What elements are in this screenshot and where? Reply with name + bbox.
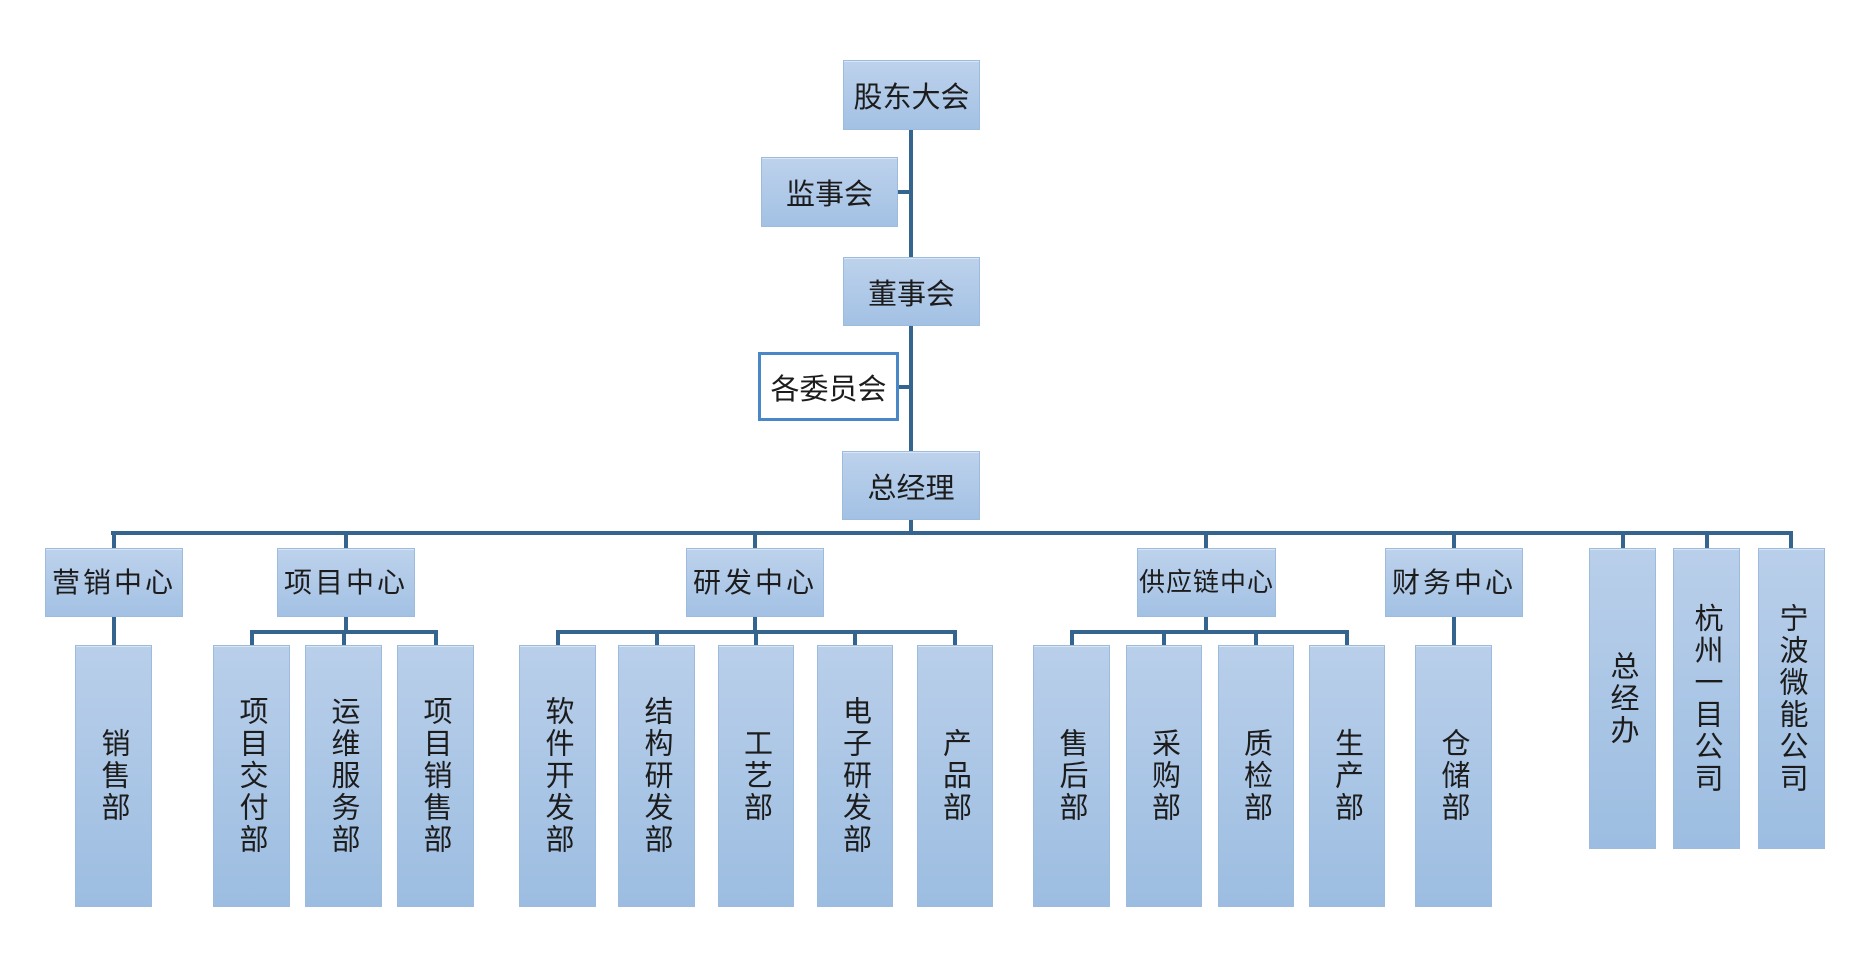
node-label: 电子研发部 <box>838 696 873 856</box>
connector-line <box>1162 630 1166 645</box>
node-label: 项目中心 <box>283 565 408 599</box>
node-dept-warehouse: 仓储部 <box>1415 645 1492 907</box>
node-label: 供应链中心 <box>1138 567 1274 598</box>
node-label: 研发中心 <box>692 565 817 599</box>
connector-line <box>853 630 857 645</box>
node-label: 采购部 <box>1147 728 1182 824</box>
connector-line <box>250 630 254 645</box>
connector-line <box>909 130 913 257</box>
connector-line <box>1070 630 1074 645</box>
node-committees: 各委员会 <box>758 352 899 421</box>
node-label: 产品部 <box>938 728 973 824</box>
node-label: 生产部 <box>1330 728 1365 824</box>
connector-line <box>1204 533 1208 548</box>
node-board-of-directors: 董事会 <box>843 257 980 326</box>
connector-line <box>899 385 911 389</box>
node-dept-om-service: 运维服务部 <box>305 645 382 907</box>
node-label: 监事会 <box>785 177 873 211</box>
connector-line <box>111 531 1793 535</box>
node-shareholders-meeting: 股东大会 <box>843 60 980 130</box>
node-label: 仓储部 <box>1437 728 1471 824</box>
node-center-supply-chain: 供应链中心 <box>1137 548 1276 617</box>
connector-line <box>112 533 116 548</box>
node-label: 销售部 <box>97 728 131 824</box>
connector-line <box>1621 533 1625 548</box>
node-center-project: 项目中心 <box>277 548 415 617</box>
connector-line <box>1204 617 1208 634</box>
connector-line <box>655 630 659 645</box>
connector-line <box>112 617 116 645</box>
node-dept-sales: 销售部 <box>75 645 152 907</box>
node-dept-electronics-rnd: 电子研发部 <box>817 645 893 907</box>
node-label: 项目交付部 <box>235 696 269 856</box>
node-label: 营销中心 <box>51 565 176 599</box>
connector-line <box>909 520 913 533</box>
node-label: 软件开发部 <box>541 696 575 856</box>
node-label: 宁波微能公司 <box>1775 602 1809 795</box>
node-ningbo-weineng-company: 宁波微能公司 <box>1758 548 1825 849</box>
connector-line <box>1789 533 1793 548</box>
connector-line <box>753 533 757 548</box>
connector-line <box>898 190 911 194</box>
connector-line <box>753 617 757 634</box>
connector-line <box>1705 533 1709 548</box>
connector-line <box>1345 630 1349 645</box>
node-dept-process: 工艺部 <box>718 645 794 907</box>
node-dept-project-delivery: 项目交付部 <box>213 645 290 907</box>
node-label: 总经办 <box>1606 650 1640 747</box>
node-label: 董事会 <box>867 276 955 311</box>
node-center-finance: 财务中心 <box>1385 548 1523 617</box>
node-hangzhou-yimu-company: 杭州一目公司 <box>1673 548 1740 849</box>
node-dept-after-sales: 售后部 <box>1033 645 1110 907</box>
node-label: 运维服务部 <box>327 696 361 856</box>
node-general-manager: 总经理 <box>842 451 980 520</box>
connector-line <box>754 630 758 645</box>
connector-line <box>434 630 438 645</box>
connector-line <box>556 630 560 645</box>
node-center-marketing: 营销中心 <box>45 548 183 617</box>
connector-line <box>1254 630 1258 645</box>
node-center-rnd: 研发中心 <box>686 548 824 617</box>
node-label: 结构研发部 <box>640 696 674 856</box>
node-supervisory-board: 监事会 <box>761 157 898 227</box>
node-dept-project-sales: 项目销售部 <box>397 645 474 907</box>
node-label: 股东大会 <box>853 80 970 114</box>
connector-line <box>344 617 348 634</box>
node-dept-production: 生产部 <box>1309 645 1385 907</box>
node-label: 总经理 <box>867 470 955 505</box>
node-dept-structure-rnd: 结构研发部 <box>618 645 695 907</box>
node-label: 工艺部 <box>739 728 774 824</box>
connector-line <box>909 326 913 451</box>
node-label: 售后部 <box>1055 728 1089 824</box>
connector-line <box>953 630 957 645</box>
node-dept-software-dev: 软件开发部 <box>519 645 596 907</box>
connector-line <box>342 630 346 645</box>
node-label: 杭州一目公司 <box>1690 602 1724 795</box>
node-label: 项目销售部 <box>419 696 453 856</box>
node-dept-quality: 质检部 <box>1218 645 1294 907</box>
connector-line <box>1452 533 1456 548</box>
node-dept-product: 产品部 <box>917 645 993 907</box>
node-label: 财务中心 <box>1391 565 1516 599</box>
node-label: 各委员会 <box>770 371 887 406</box>
node-label: 质检部 <box>1239 728 1274 824</box>
connector-line <box>344 533 348 548</box>
node-dept-procurement: 采购部 <box>1126 645 1202 907</box>
node-gm-office: 总经办 <box>1589 548 1656 849</box>
connector-line <box>1452 617 1456 645</box>
connector-line <box>1070 630 1349 634</box>
